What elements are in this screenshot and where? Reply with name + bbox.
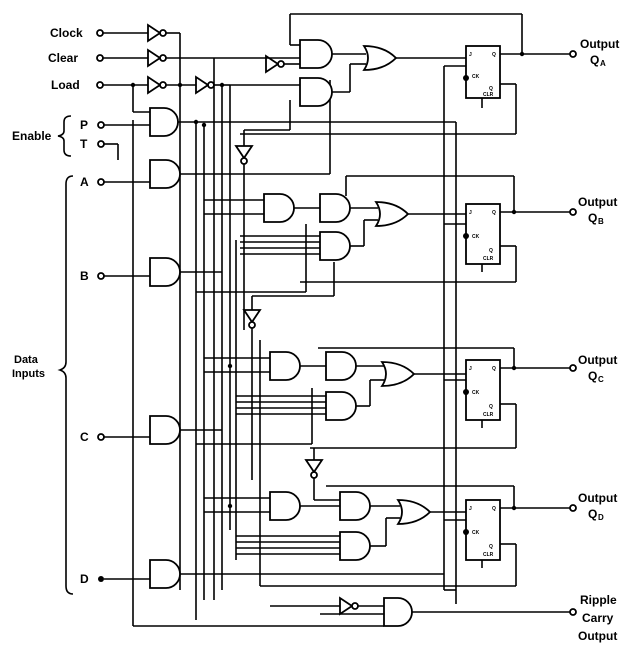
svg-text:Q: Q (492, 210, 496, 216)
svg-text:Q: Q (492, 506, 496, 512)
svg-text:CLR: CLR (483, 552, 494, 558)
ripple-carry-output-label: Ripple Carry Output (578, 593, 617, 643)
svg-text:CLR: CLR (483, 92, 494, 98)
flip-flop-a: J Q CK Q CLR (240, 45, 577, 604)
load-label: Load (51, 78, 80, 92)
svg-text:Q: Q (492, 366, 496, 372)
svg-text:B: B (598, 217, 604, 226)
svg-text:J: J (469, 52, 472, 58)
svg-text:CK: CK (472, 390, 480, 396)
output-qd-label: Output Q D (578, 491, 617, 522)
flip-flop-c: J Q CK Q CLR (310, 359, 577, 449)
input-terminals (96, 29, 105, 582)
svg-text:Q: Q (489, 86, 493, 92)
flip-flop-d: J Q CK Q CLR (259, 340, 577, 587)
svg-text:Output: Output (578, 353, 617, 367)
svg-text:CLR: CLR (483, 256, 494, 262)
svg-text:CK: CK (472, 234, 480, 240)
b-label: B (80, 269, 89, 283)
a-label: A (80, 175, 89, 189)
svg-text:Q: Q (489, 544, 493, 550)
svg-text:J: J (469, 366, 472, 372)
ripple-carry-logic (132, 120, 577, 627)
svg-text:J: J (469, 506, 472, 512)
svg-text:Q: Q (588, 211, 597, 225)
output-qc-label: Output Q C (578, 353, 617, 384)
stage-d-logic (104, 485, 515, 589)
svg-text:CK: CK (472, 74, 480, 80)
svg-text:Output: Output (578, 195, 617, 209)
output-qa-label: Output Q A (580, 37, 619, 68)
svg-text:Q: Q (489, 248, 493, 254)
svg-text:Q: Q (588, 369, 597, 383)
svg-text:J: J (469, 210, 472, 216)
enable-and-gate (104, 85, 456, 620)
enable-label: Enable (12, 129, 52, 143)
clear-label: Clear (48, 51, 78, 65)
bus-lines (179, 33, 456, 600)
data-inputs-label-line1: Data (14, 354, 39, 366)
svg-text:D: D (598, 513, 604, 522)
enable-brace (57, 115, 72, 157)
svg-text:Q: Q (588, 507, 597, 521)
svg-text:Q: Q (590, 53, 599, 67)
svg-text:Output: Output (578, 629, 617, 643)
flip-flop-b: J Q CK Q CLR (300, 203, 577, 283)
stage-b-logic (104, 175, 515, 480)
svg-text:Ripple: Ripple (580, 593, 617, 607)
svg-text:Q: Q (489, 404, 493, 410)
stage-c-logic (104, 347, 515, 500)
c-label: C (80, 430, 89, 444)
data-inputs-label-line2: Inputs (12, 368, 45, 380)
output-qb-label: Output Q B (578, 195, 617, 226)
svg-text:CLR: CLR (483, 412, 494, 418)
p-label: P (80, 118, 88, 132)
svg-text:Q: Q (492, 52, 496, 58)
stage-a-logic (104, 13, 523, 330)
svg-text:Carry: Carry (582, 611, 614, 625)
d-label: D (80, 572, 89, 586)
svg-text:A: A (600, 59, 606, 68)
clock-label: Clock (50, 26, 83, 40)
svg-text:Output: Output (578, 491, 617, 505)
svg-text:CK: CK (472, 530, 480, 536)
svg-text:Output: Output (580, 37, 619, 51)
svg-text:C: C (598, 375, 604, 384)
data-inputs-brace (57, 175, 74, 595)
t-label: T (80, 137, 88, 151)
